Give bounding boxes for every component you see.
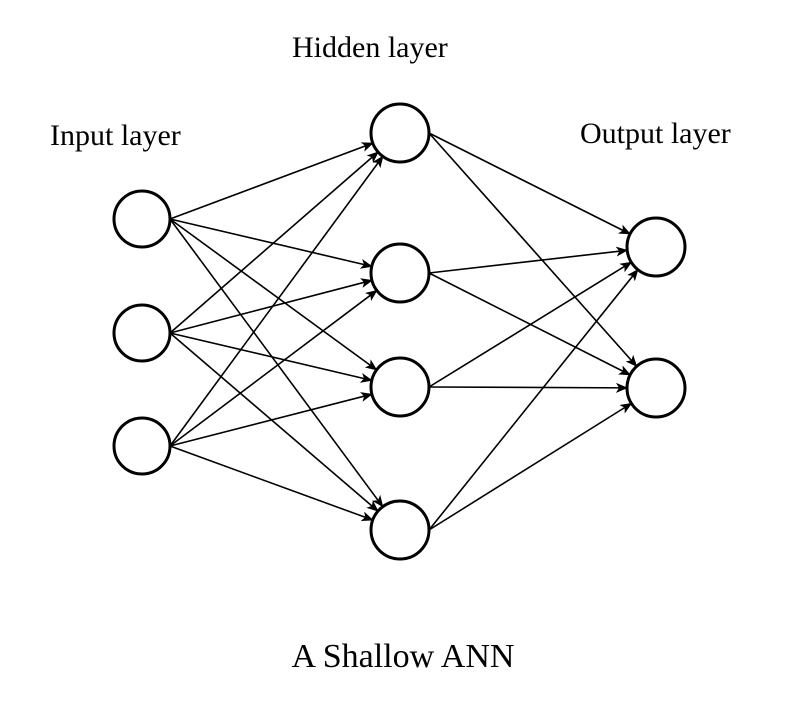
connection-hidden-4-to-output-1 bbox=[428, 268, 639, 531]
connection-input-3-to-hidden-1 bbox=[169, 155, 384, 447]
diagram-caption: A Shallow ANN bbox=[291, 638, 515, 675]
output-neuron-2 bbox=[625, 357, 687, 419]
connection-input-1-to-hidden-1 bbox=[169, 142, 374, 220]
input-neuron-1 bbox=[112, 189, 172, 249]
connection-input-3-to-hidden-4 bbox=[169, 445, 374, 521]
connection-hidden-1-to-output-1 bbox=[428, 132, 631, 235]
connection-input-1-to-hidden-4 bbox=[169, 218, 384, 508]
hidden-neuron-2 bbox=[369, 242, 431, 304]
connection-input-3-to-hidden-3 bbox=[169, 392, 373, 447]
connection-hidden-4-to-output-2 bbox=[428, 402, 633, 531]
hidden-neuron-3 bbox=[369, 356, 431, 418]
connection-input-2-to-hidden-3 bbox=[169, 332, 373, 383]
connections-group bbox=[169, 132, 639, 531]
input-neuron-3 bbox=[112, 416, 172, 476]
connection-hidden-3-to-output-1 bbox=[428, 261, 633, 388]
connection-hidden-2-to-output-1 bbox=[428, 246, 629, 274]
connection-input-2-to-hidden-4 bbox=[169, 332, 379, 512]
neurons-group bbox=[112, 102, 687, 561]
connection-input-1-to-hidden-3 bbox=[169, 218, 378, 371]
connection-input-2-to-hidden-1 bbox=[169, 151, 379, 334]
hidden-neuron-1 bbox=[369, 102, 431, 164]
connection-input-3-to-hidden-2 bbox=[169, 289, 378, 447]
connection-input-1-to-hidden-2 bbox=[169, 218, 373, 269]
hidden-layer-label: Hidden layer bbox=[292, 31, 448, 64]
connection-hidden-1-to-output-2 bbox=[428, 132, 638, 368]
connection-hidden-3-to-output-2 bbox=[428, 382, 629, 393]
input-layer-label: Input layer bbox=[50, 119, 181, 152]
output-layer-label: Output layer bbox=[580, 117, 731, 150]
connection-input-2-to-hidden-2 bbox=[169, 278, 373, 334]
input-neuron-2 bbox=[112, 303, 172, 363]
output-neuron-1 bbox=[625, 216, 687, 278]
connection-hidden-2-to-output-2 bbox=[428, 272, 632, 376]
hidden-neuron-4 bbox=[369, 499, 431, 561]
